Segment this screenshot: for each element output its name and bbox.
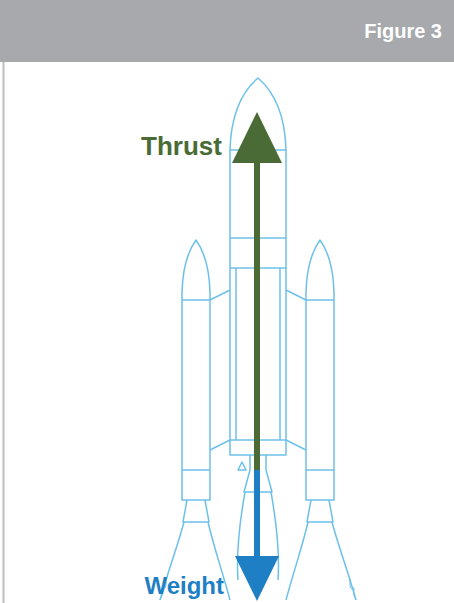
weight-arrowhead	[235, 556, 279, 601]
force-label: Weight	[144, 574, 224, 598]
force-label: Thrust	[141, 133, 222, 159]
left-booster	[182, 240, 210, 500]
right-booster	[306, 240, 334, 500]
weight-arrow-shaft	[254, 470, 260, 560]
figure-title: Figure 3	[364, 21, 442, 41]
exhaust-plume	[286, 522, 308, 600]
side-rule	[3, 62, 5, 603]
thrust-arrow-shaft	[254, 158, 260, 472]
left-booster-nozzle	[183, 500, 209, 522]
thrust-arrowhead	[232, 112, 282, 163]
header-bar	[0, 0, 454, 62]
exhaust-plume	[332, 522, 356, 600]
right-booster-nozzle	[307, 500, 333, 522]
